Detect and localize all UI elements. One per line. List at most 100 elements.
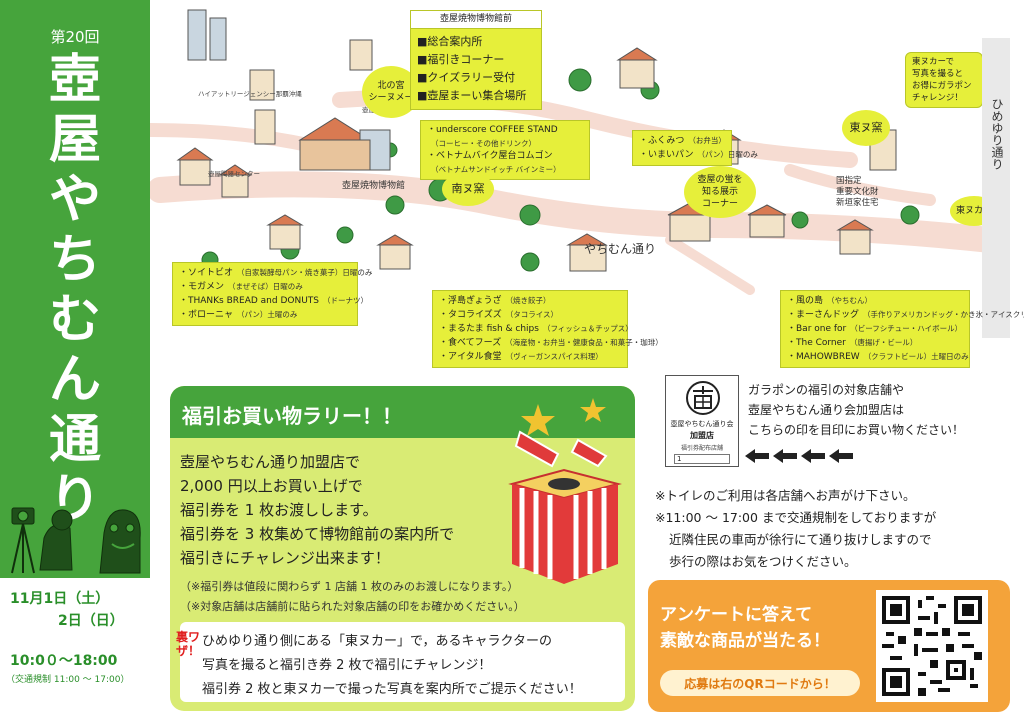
traffic-note: 近隣住民の車両が徐行にて通り抜けしますので xyxy=(669,532,932,547)
minami-kiln-bubble: 南ヌ窯 xyxy=(442,172,494,206)
himeyuri-street-sign: ひめゆり通り xyxy=(982,38,1010,338)
vendor-name: ・まるたま fish & chips xyxy=(439,324,539,334)
title-char: や xyxy=(48,170,101,230)
rally-note: （※福引券は値段に関わらず 1 店舗 1 枚のみのお渡しになります。） xyxy=(180,580,519,593)
vendor-name: ・underscore COFFEE STAND xyxy=(427,125,558,135)
vendor-name: ・まーさんドッグ xyxy=(787,310,860,320)
vendor-detail: （ビーフシチュー・ハイボール） xyxy=(850,324,963,333)
stamp-explanation: 壺屋やちむん通り会加盟店は xyxy=(748,403,905,417)
vendor-name: ・MAHOWBREW xyxy=(787,352,860,362)
edition-label: 第20回 xyxy=(50,28,100,46)
higashi-kiln-bubble: 東ヌ窯 xyxy=(842,110,890,146)
toilet-note: ※トイレのご利用は各店舗へお声がけ下さい。 xyxy=(655,488,916,503)
vendor-name: ・タコライズズ xyxy=(439,310,502,320)
vendor-name: ・The Corner xyxy=(787,338,846,348)
date-panel: 11月1日（土） 2日（日） 10:0０～18:00 （交通規制 11:00 ～… xyxy=(0,578,150,723)
center-vendor-box: ・浮島ぎょうざ（焼き餃子） ・タコライズズ（タコライス） ・まるたま fish … xyxy=(432,290,663,368)
title-char: ち xyxy=(48,230,101,290)
hq-item: ■壺屋まーい集合場所 xyxy=(417,89,527,102)
survey-headline: アンケートに答えて xyxy=(660,605,813,625)
headquarters-box: 壺屋焼物博物館前 ■総合案内所 ■福引きコーナー ■クイズラリー受付 ■壺屋まー… xyxy=(410,10,542,110)
vendor-name: ・ボローニャ xyxy=(179,310,234,320)
stamp-association-name: 壺屋やちむん通り会 xyxy=(670,420,734,428)
himeyuri-street-label: ひめゆり通り xyxy=(990,98,1004,170)
vendor-detail: （パン）土曜のみ xyxy=(237,310,298,319)
rally-note: （※対象店舗は店舗前に貼られた対象店舗の印をお確かめください。） xyxy=(180,600,525,613)
pottery-center-label: 壺屋陶器センター xyxy=(208,170,260,178)
vendor-detail: （唐揚げ・ビール） xyxy=(849,338,918,347)
survey-headline: 素敵な商品が当たる！ xyxy=(660,631,830,651)
hq-title: 壺屋焼物博物館前 xyxy=(411,11,541,29)
stamp-number: 1 xyxy=(677,455,682,463)
title-char: 屋 xyxy=(48,110,101,170)
vendor-name: ・THANKs BREAD and DONUTS xyxy=(179,296,320,306)
vendor-detail: （コーヒー・その他ドリンク） xyxy=(431,139,536,148)
vendor-name: ・浮島ぎょうざ xyxy=(439,296,502,306)
title-char: 壺 xyxy=(48,50,101,110)
title-char: 通 xyxy=(48,410,101,470)
bonus-line: 福引券 2 枚と東ヌカーで撮った写真を案内所でご提示ください！ xyxy=(202,682,582,697)
hotel-label: ハイアットリージェンシー那覇沖縄 xyxy=(198,90,302,98)
yachimun-street-label: やちむん通り xyxy=(584,242,657,256)
firefly-exhibit-bubble: 壺屋の蛍を 知る展示 コーナー xyxy=(684,166,756,218)
vendor-name: ・風の島 xyxy=(787,296,824,306)
stamp-member-label: 加盟店 xyxy=(690,431,714,440)
stamp-explanation: ガラポンの福引の対象店舗や xyxy=(748,383,905,397)
vendor-detail: （お弁当） xyxy=(688,136,726,145)
survey-apply-button[interactable]: 応募は右のQRコードから！ xyxy=(660,670,860,696)
vendor-name: ・いまいパン xyxy=(639,150,694,160)
vendor-detail: （ドーナツ） xyxy=(323,296,369,305)
vendor-name: ・ベトナムバイク屋台コムゴン xyxy=(427,151,553,161)
prize-box-icon xyxy=(508,398,622,584)
left-vendor-box: ・ソイトビオ（自家製酵母パン・焼き菓子）日曜のみ ・モガメン（まぜそば）日曜のみ… xyxy=(172,262,372,326)
vendor-name: ・ソイトビオ xyxy=(179,268,234,278)
rally-description: 壺屋やちむん通り加盟店で 2,000 円以上お買い上げで 福引券を 1 枚お渡し… xyxy=(180,450,454,570)
hq-item: ■クイズラリー受付 xyxy=(417,71,516,84)
traffic-note: ※11:00 ～ 17:00 まで交通規制をしておりますが xyxy=(655,510,937,525)
traffic-note: 歩行の際はお気をつけください。 xyxy=(669,554,857,569)
vendor-name: ・モガメン xyxy=(179,282,225,292)
museum-label: 壺屋焼物博物館 xyxy=(342,181,406,191)
vendor-name: ・アイタル食堂 xyxy=(439,352,502,362)
secret-trick-panel: 裏ワザ！ ひめゆり通り側にある「東ヌカー」で，あるキャラクターの 写真を撮ると福… xyxy=(176,622,625,702)
secret-trick-tag: 裏ワザ！ xyxy=(176,630,201,658)
rally-line: 2,000 円以上お買い上げで xyxy=(180,477,363,495)
vendor-detail: （焼き餃子） xyxy=(505,296,551,305)
stamp-distribution-label: 福引券配布店舗 xyxy=(680,445,723,452)
stamp-number-slot: 1 xyxy=(674,454,730,464)
vendor-detail: （ベトナムサンドイッチ バインミー） xyxy=(431,165,561,174)
survey-qr-code[interactable] xyxy=(876,590,988,702)
rally-line: 福引券を 3 枚集めて博物館前の案内所で xyxy=(180,525,455,543)
higashinuka-photo-card: 東ヌカーで 写真を撮ると お得にガラポン チャレンジ！ xyxy=(905,52,983,108)
vendor-detail: （海産物・お弁当・健康食品・和菓子・珈琲） xyxy=(505,338,663,347)
title-char: ん xyxy=(48,350,101,410)
hq-item: ■総合案内所 xyxy=(417,35,483,48)
vendor-detail: （タコライス） xyxy=(505,310,559,319)
date-day1: 11月1日（土） xyxy=(10,591,110,607)
hq-item: ■福引きコーナー xyxy=(417,53,505,66)
vendor-name: ・Bar one for xyxy=(787,324,847,334)
survey-panel: アンケートに答えて 素敵な商品が当たる！ 応募は右のQRコードから！ xyxy=(648,580,1010,712)
store-emblem-icon xyxy=(686,381,720,415)
street-map: ハイアットリージェンシー那覇沖縄 壺屋陶器センター 壺屋焼物博物館 壺屋学習館 … xyxy=(150,0,1024,372)
vendor-detail: （パン）日曜のみ xyxy=(697,150,758,159)
festival-title: 壺 屋 や ち む ん 通 り xyxy=(0,50,150,530)
vendor-name: ・食べてフーズ xyxy=(439,338,502,348)
bonus-line: ひめゆり通り側にある「東ヌカー」で，あるキャラクターの xyxy=(202,634,552,649)
title-char: む xyxy=(48,290,101,350)
vendor-detail: （まぜそば）日曜のみ xyxy=(228,282,303,291)
rally-title: 福引お買い物ラリー！！ xyxy=(182,404,402,428)
fukumitsu-vendor-box: ・ふくみつ（お弁当） ・いまいパン（パン）日曜のみ xyxy=(632,130,758,166)
date-day2: 2日（日） xyxy=(58,613,124,629)
left-arrows-icon xyxy=(745,449,853,463)
rally-line: 壺屋やちむん通り加盟店で xyxy=(180,453,361,471)
right-vendor-box: ・風の島（やちむん） ・まーさんドッグ（手作りアメリカンドッグ・かき氷・アイスク… xyxy=(780,290,1024,368)
vendor-detail: （やちむん） xyxy=(827,296,873,305)
vendor-name: ・ふくみつ xyxy=(639,136,685,146)
vendor-detail: （クラフトビール）土曜日のみ xyxy=(863,352,969,361)
vendor-detail: （自家製酵母パン・焼き菓子）日曜のみ xyxy=(237,268,373,277)
traffic-restriction: （交通規制 11:00 ～ 17:00） xyxy=(6,675,130,685)
vendor-detail: （フィッシュ＆チップス） xyxy=(542,324,633,333)
stamp-explanation: こちらの印を目印にお買い物ください！ xyxy=(748,423,965,437)
festival-banner: 第20回 壺 屋 や ち む ん 通 り 11月1日（土） 2日（日） 10:0… xyxy=(0,0,150,723)
